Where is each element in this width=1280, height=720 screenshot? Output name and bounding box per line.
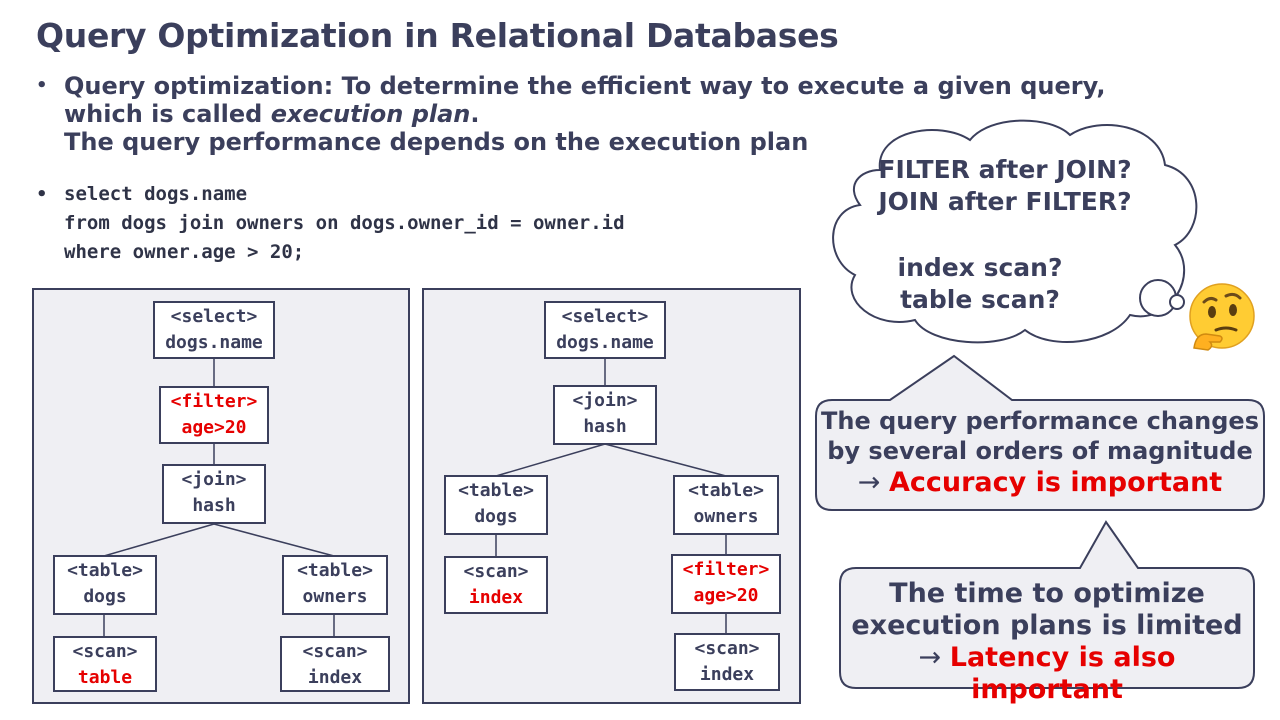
bullet-lead: Query optimization <box>64 72 324 100</box>
arrow-icon: → <box>918 642 950 673</box>
bullet-sql-query: • select dogs.name from dogs join owners… <box>36 180 625 267</box>
node-type: <scan> <box>72 641 138 662</box>
execution-plan-right: <select> dogs.name <join> hash <table> dogs… <box>422 288 801 704</box>
slide-title: Query Optimization in Relational Databas… <box>36 16 839 55</box>
node-detail: owners <box>693 506 759 527</box>
callout-emphasis: Latency is also important <box>949 642 1176 705</box>
node-detail: index <box>699 664 755 685</box>
callout-line: execution plans is limited <box>851 610 1243 641</box>
plan-node-table-dogs: <table> dogs <box>444 475 548 535</box>
plan-node-table-owners: <table> owners <box>673 475 779 535</box>
cloud-line: table scan? <box>900 285 1060 314</box>
bullet-line2-em: execution plan <box>270 100 471 128</box>
bullet-line3: The query performance depends on the exe… <box>64 128 809 156</box>
node-detail: owners <box>302 586 368 607</box>
callout-emphasis: Accuracy is important <box>888 467 1223 498</box>
thought-cloud <box>832 119 1198 344</box>
callout-conclusion: → Accuracy is important <box>818 466 1262 500</box>
bullet-line2-pre: which is called <box>64 100 271 128</box>
node-detail: index <box>468 587 524 608</box>
arrow-icon: → <box>857 467 889 498</box>
callout-line: by several orders of magnitude <box>827 437 1253 465</box>
node-detail: dogs <box>474 506 518 527</box>
node-detail: age>20 <box>693 585 759 606</box>
node-detail: hash <box>192 495 236 516</box>
bullet-dot: • <box>36 184 48 205</box>
cloud-line: index scan? <box>897 253 1063 282</box>
plan-node-select: <select> dogs.name <box>544 301 666 359</box>
node-type: <select> <box>170 306 258 327</box>
plan-node-scan-owners: <scan> index <box>674 633 780 691</box>
cloud-line: FILTER after JOIN? <box>878 155 1132 184</box>
bullet-dot: • <box>36 75 48 96</box>
callout-accuracy: The query performance changes by several… <box>818 406 1262 500</box>
node-type: <filter> <box>170 391 258 412</box>
callout-accuracy-shape <box>815 354 1265 511</box>
node-detail: index <box>307 667 363 688</box>
node-detail: dogs <box>83 586 127 607</box>
callout-line: The query performance changes <box>820 407 1259 435</box>
bullet-line2-post: . <box>470 100 480 128</box>
node-type: <table> <box>67 560 143 581</box>
node-type: <scan> <box>302 641 368 662</box>
node-type: <scan> <box>694 638 760 659</box>
node-type: <table> <box>688 480 764 501</box>
execution-plan-left: <select> dogs.name <filter> age>20 <join> h… <box>32 288 410 704</box>
plan-node-table-owners: <table> owners <box>282 555 388 615</box>
callout-latency: The time to optimize execution plans is … <box>842 578 1252 706</box>
bullet-line1-rest: : To determine the efficient way to exec… <box>323 72 1106 100</box>
node-detail: age>20 <box>181 417 247 438</box>
plan-node-scan-owners: <scan> index <box>280 636 390 692</box>
node-type: <join> <box>572 390 638 411</box>
plan-right-edges <box>495 358 727 634</box>
plan-node-select: <select> dogs.name <box>153 301 275 359</box>
node-detail: dogs.name <box>556 332 654 353</box>
sql-line: where owner.age > 20; <box>64 241 305 263</box>
callout-line: The time to optimize <box>889 578 1205 609</box>
plan-node-join: <join> hash <box>162 464 266 524</box>
plan-node-filter: <filter> age>20 <box>159 386 269 444</box>
plan-node-join: <join> hash <box>553 385 657 445</box>
node-type: <table> <box>458 480 534 501</box>
thinking-face-icon <box>1189 283 1255 351</box>
node-type: <scan> <box>463 561 529 582</box>
cloud-question-join-order: FILTER after JOIN? JOIN after FILTER? <box>870 154 1140 218</box>
node-detail: dogs.name <box>165 332 263 353</box>
callout-conclusion: → Latency is also important <box>842 642 1252 706</box>
node-type: <join> <box>181 469 247 490</box>
node-detail: table <box>77 667 133 688</box>
callout-latency-shape <box>839 520 1255 689</box>
bullet-query-optimization: • Query optimization: To determine the e… <box>36 72 1106 156</box>
cloud-line: JOIN after FILTER? <box>878 187 1132 216</box>
plan-left-edges <box>103 358 335 636</box>
node-type: <select> <box>561 306 649 327</box>
plan-node-table-dogs: <table> dogs <box>53 555 157 615</box>
cloud-question-scan-type: index scan? table scan? <box>880 252 1080 316</box>
node-type: <table> <box>297 560 373 581</box>
node-detail: hash <box>583 416 627 437</box>
sql-line: select dogs.name <box>64 183 248 205</box>
node-type: <filter> <box>682 559 770 580</box>
plan-node-scan-dogs: <scan> index <box>444 556 548 614</box>
plan-node-scan-dogs: <scan> table <box>53 636 157 692</box>
sql-line: from dogs join owners on dogs.owner_id =… <box>64 212 625 234</box>
plan-node-filter: <filter> age>20 <box>671 554 781 614</box>
